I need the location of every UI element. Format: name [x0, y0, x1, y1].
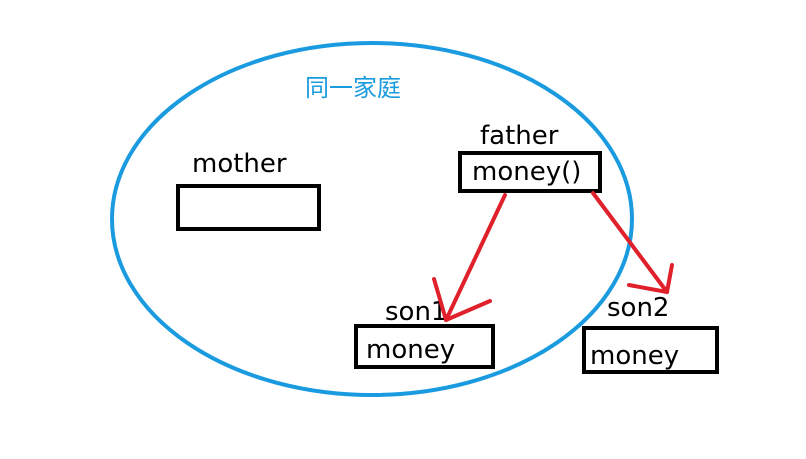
mother-box	[176, 184, 321, 231]
arrow-father-to-son2	[591, 191, 674, 294]
arrow-father-to-son2-shaft	[591, 191, 669, 294]
arrow-father-to-son1-head	[432, 277, 492, 322]
family-ellipse	[110, 41, 634, 397]
son1-label: son1	[385, 297, 447, 327]
son2-label: son2	[607, 293, 669, 323]
son2-box-text: money	[590, 341, 679, 371]
arrow-father-to-son2-head	[627, 263, 674, 294]
arrow-father-to-son1-shaft	[444, 193, 507, 322]
mother-label: mother	[192, 149, 287, 179]
son2-box	[582, 326, 719, 374]
father-box-text: money()	[472, 157, 581, 187]
son1-box-text: money	[366, 335, 455, 365]
father-box	[458, 151, 602, 193]
son1-box	[354, 324, 495, 369]
arrow-father-to-son1	[432, 193, 507, 322]
family-title: 同一家庭	[305, 74, 401, 102]
father-label: father	[480, 121, 559, 151]
